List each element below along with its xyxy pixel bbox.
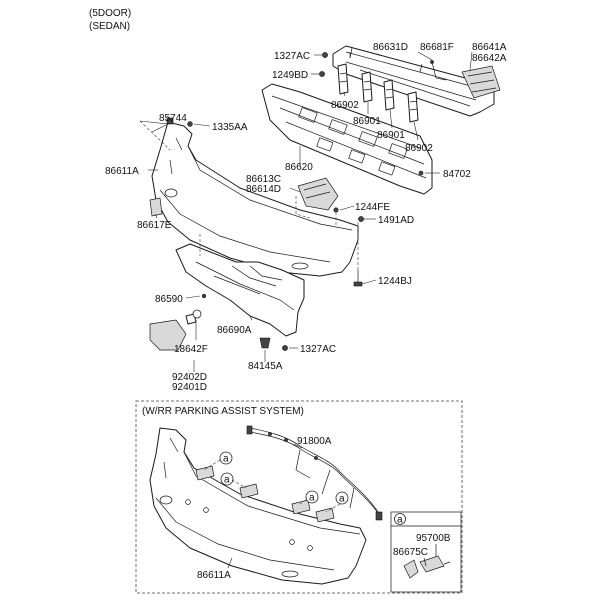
fastener-1491ad bbox=[358, 216, 364, 222]
inset-title: (W/RR PARKING ASSIST SYSTEM) bbox=[142, 406, 304, 417]
bumper-cover-lower bbox=[149, 427, 367, 585]
callout-circle-3 bbox=[305, 490, 319, 504]
label-86901-b: 86901 bbox=[377, 130, 405, 141]
sensor-detail-box bbox=[390, 511, 462, 593]
fastener-1327ac-bottom bbox=[282, 345, 288, 351]
strap-pin bbox=[430, 60, 434, 64]
wiring-clip-3 bbox=[314, 456, 318, 460]
wiring-clip-2 bbox=[284, 438, 288, 442]
callout-text-4: a bbox=[339, 494, 345, 505]
label-1327ac-top: 1327AC bbox=[274, 51, 310, 62]
rear-fog-lamp bbox=[149, 319, 187, 351]
callout-circle-4 bbox=[335, 491, 349, 505]
sensor-brackets bbox=[195, 465, 335, 523]
screw-1335aa bbox=[187, 121, 193, 127]
label-1244bj: 1244BJ bbox=[378, 276, 412, 287]
label-1335aa: 1335AA bbox=[212, 122, 248, 133]
label-86901-a: 86901 bbox=[353, 116, 381, 127]
strap-86681f bbox=[431, 61, 447, 81]
fastener-1327ac-top bbox=[322, 52, 328, 58]
label-86642a: 86642A bbox=[472, 53, 507, 64]
sensor-detail-callout-text: a bbox=[397, 515, 403, 526]
leader-lines-upper bbox=[139, 51, 473, 372]
header-5door: (5DOOR) bbox=[89, 8, 131, 19]
label-1249bd: 1249BD bbox=[272, 70, 308, 81]
energy-absorber bbox=[261, 83, 433, 195]
side-bracket bbox=[461, 65, 501, 99]
reflector-86617e bbox=[149, 197, 163, 217]
label-86617e: 86617E bbox=[137, 220, 172, 231]
bolt-1244bj-head bbox=[353, 281, 363, 287]
label-18642f: 18642F bbox=[174, 344, 208, 355]
label-84702: 84702 bbox=[443, 169, 471, 180]
label-86620: 86620 bbox=[285, 162, 313, 173]
label-92401d: 92401D bbox=[172, 382, 207, 393]
label-91800a: 91800A bbox=[297, 436, 332, 447]
label-1244fe: 1244FE bbox=[355, 202, 390, 213]
callout-text-3: a bbox=[309, 493, 315, 504]
sensor-wiring bbox=[246, 425, 383, 521]
label-86631d: 86631D bbox=[373, 42, 408, 53]
label-86675c: 86675C bbox=[393, 547, 428, 558]
label-86902-a: 86902 bbox=[331, 100, 359, 111]
wiring-clip-1 bbox=[268, 432, 272, 436]
label-85744: 85744 bbox=[159, 113, 187, 124]
label-86590: 86590 bbox=[155, 294, 183, 305]
label-1491ad: 1491AD bbox=[378, 215, 414, 226]
clip-84145a bbox=[259, 337, 271, 349]
header-sedan: (SEDAN) bbox=[89, 21, 130, 32]
label-86641a: 86641A bbox=[472, 42, 507, 53]
inset-box bbox=[135, 400, 463, 594]
leader-91800a bbox=[293, 443, 303, 449]
label-86614d: 86614D bbox=[246, 184, 281, 195]
ultrasonic-sensor bbox=[403, 544, 451, 579]
label-86611a: 86611A bbox=[105, 166, 139, 177]
label-86902-b: 86902 bbox=[405, 143, 433, 154]
label-95700b: 95700B bbox=[416, 533, 451, 544]
label-84145a: 84145A bbox=[248, 361, 283, 372]
label-86681f: 86681F bbox=[420, 42, 454, 53]
fastener-1249bd bbox=[319, 71, 325, 77]
label-86690a: 86690A bbox=[217, 325, 252, 336]
leader-86611a-lower bbox=[227, 557, 233, 569]
label-92402d: 92402D bbox=[172, 372, 207, 383]
label-86611a-lower: 86611A bbox=[197, 570, 231, 581]
side-mount-bracket bbox=[297, 177, 339, 211]
fastener-84702 bbox=[418, 170, 424, 176]
callout-circle-2 bbox=[220, 472, 234, 486]
under-cover bbox=[175, 243, 305, 337]
sensor-detail-callout bbox=[394, 513, 406, 525]
callout-text-2: a bbox=[224, 475, 230, 486]
socket-18642f bbox=[192, 309, 202, 319]
wiring-connector-b bbox=[375, 511, 383, 521]
wiring-connector-a bbox=[246, 425, 253, 435]
callout-circle-1 bbox=[219, 451, 233, 465]
callout-markers: a a a a bbox=[219, 451, 349, 505]
fastener-1244fe bbox=[333, 207, 339, 213]
label-1327ac-bottom: 1327AC bbox=[300, 344, 336, 355]
callout-dashes bbox=[203, 459, 341, 513]
dashed-guides-upper bbox=[139, 120, 359, 270]
clip-86590 bbox=[201, 293, 207, 299]
label-86613c: 86613C bbox=[246, 174, 281, 185]
callout-text-1: a bbox=[223, 454, 229, 465]
beam-stays bbox=[337, 63, 419, 123]
